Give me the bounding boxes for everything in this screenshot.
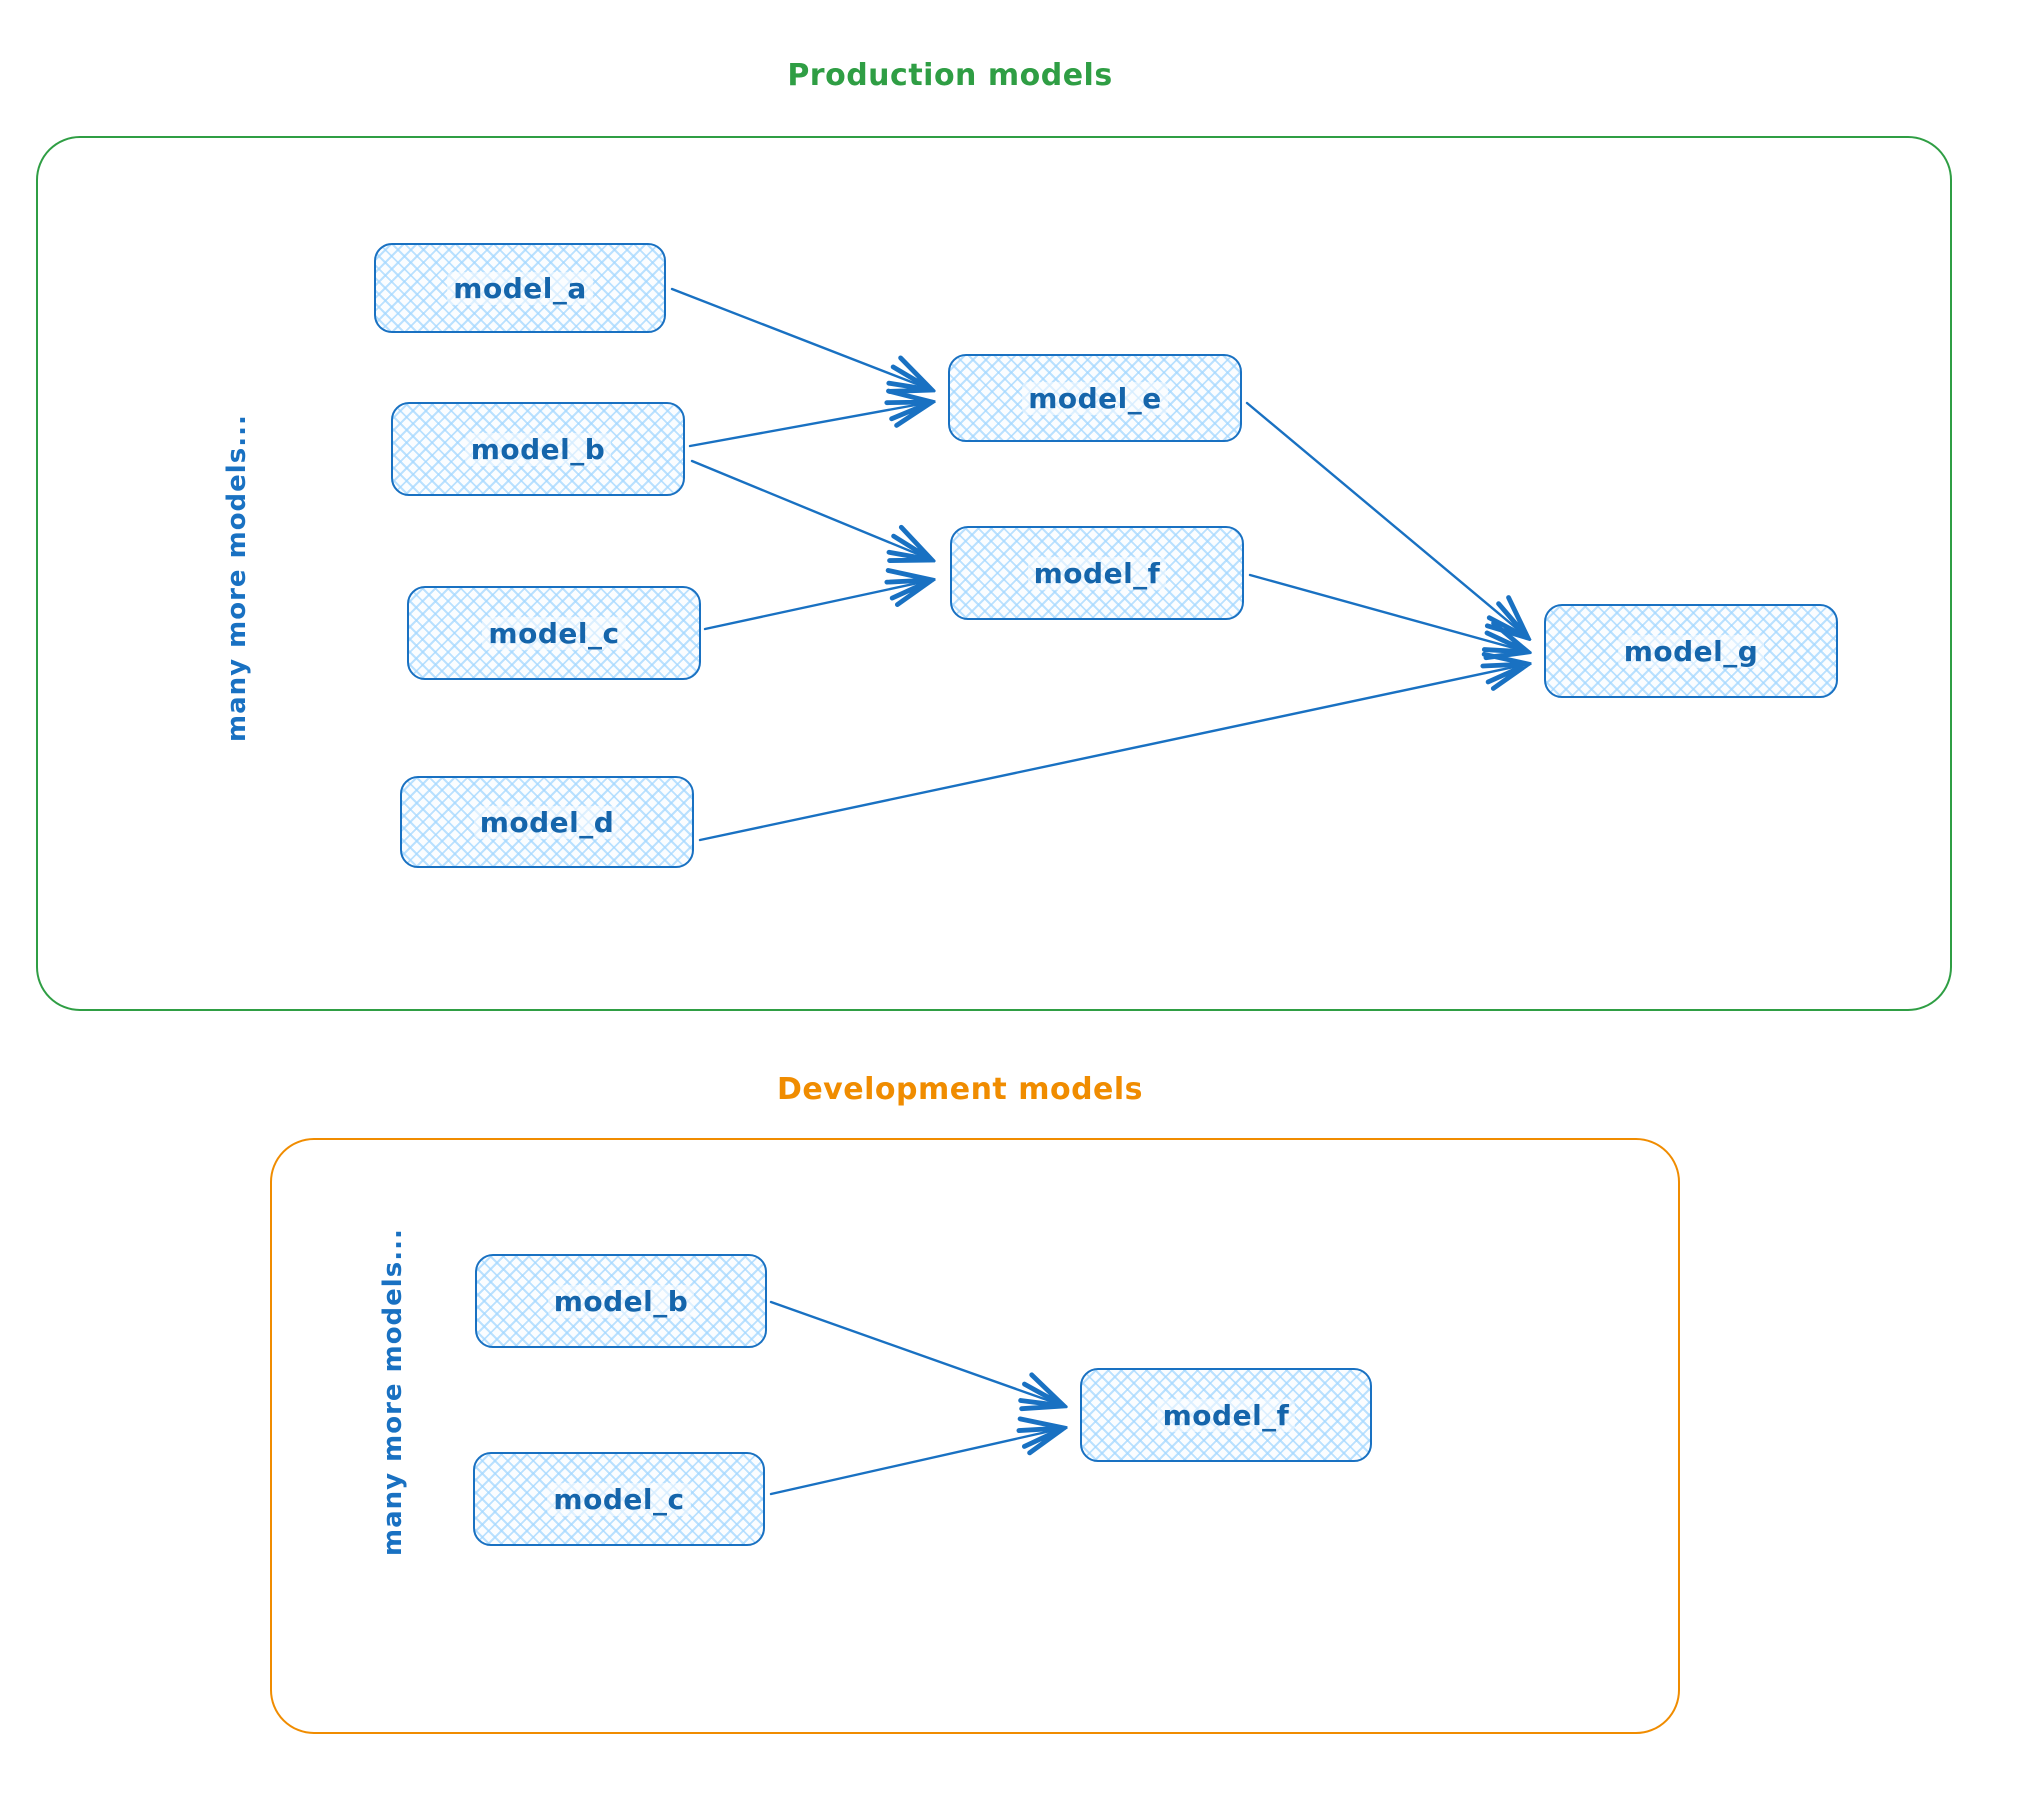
node-production-model_f: model_f	[950, 526, 1244, 620]
node-label-model_c: model_c	[482, 616, 626, 650]
node-development-model_f: model_f	[1080, 1368, 1372, 1462]
node-label-model_b: model_b	[464, 432, 612, 466]
node-label-dev-model_f: model_f	[1156, 1398, 1296, 1432]
node-production-model_e: model_e	[948, 354, 1242, 442]
node-production-model_g: model_g	[1544, 604, 1838, 698]
development-frame	[270, 1138, 1680, 1734]
node-label-model_d: model_d	[473, 805, 621, 839]
production-section-title: Production models	[787, 58, 1113, 93]
production-side-label: many more models...	[222, 414, 252, 742]
node-label-dev-model_b: model_b	[547, 1284, 695, 1318]
production-frame	[36, 136, 1952, 1011]
development-side-label: many more models...	[378, 1228, 408, 1556]
node-production-model_b: model_b	[391, 402, 685, 496]
node-label-model_g: model_g	[1617, 634, 1765, 668]
node-development-model_c: model_c	[473, 1452, 765, 1546]
node-production-model_c: model_c	[407, 586, 701, 680]
node-label-model_a: model_a	[447, 271, 593, 305]
node-label-model_f: model_f	[1027, 556, 1167, 590]
node-production-model_a: model_a	[374, 243, 666, 333]
node-development-model_b: model_b	[475, 1254, 767, 1348]
development-section-title: Development models	[776, 1072, 1144, 1107]
node-label-model_e: model_e	[1022, 381, 1168, 415]
node-label-dev-model_c: model_c	[547, 1482, 691, 1516]
node-production-model_d: model_d	[400, 776, 694, 868]
